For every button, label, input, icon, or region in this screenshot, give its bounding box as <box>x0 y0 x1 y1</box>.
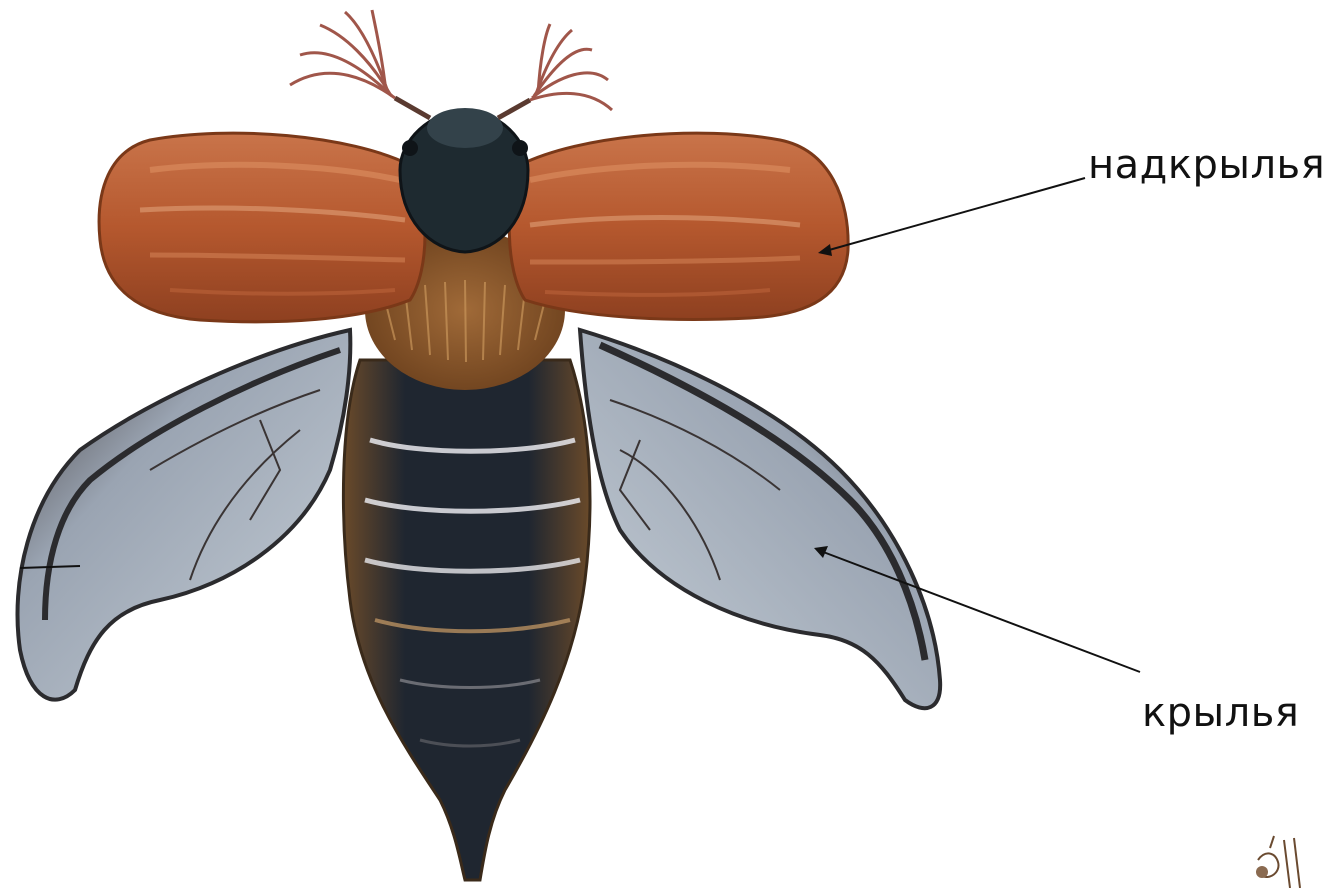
small-insect-sketch-icon <box>1256 836 1300 888</box>
label-elytra: надкрылья <box>1088 142 1325 188</box>
elytron-right <box>509 133 848 319</box>
antennae <box>290 10 612 118</box>
hind-wing-right <box>580 330 940 708</box>
abdomen <box>343 360 590 880</box>
label-wings: крылья <box>1142 690 1299 736</box>
pointer-elytra <box>818 178 1085 256</box>
elytron-left <box>99 133 425 322</box>
hind-wing-left <box>18 330 351 700</box>
head <box>400 108 528 252</box>
